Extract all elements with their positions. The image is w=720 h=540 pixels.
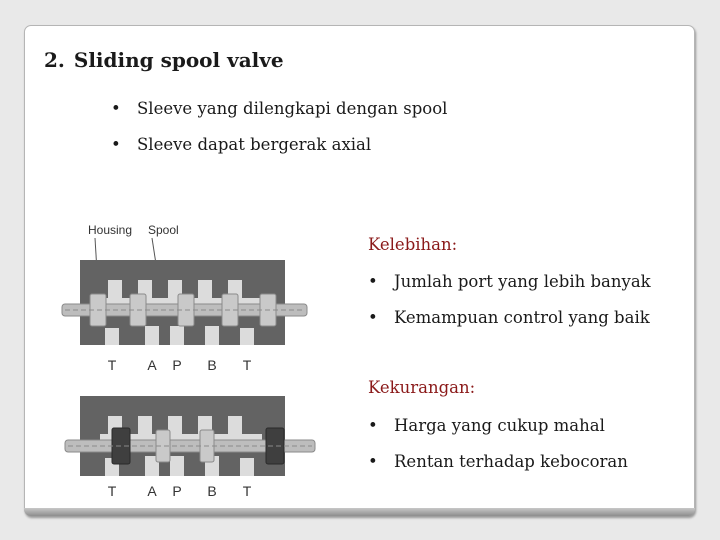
valve-upper: T A P B T xyxy=(61,260,308,373)
kekurangan-heading: Kekurangan: xyxy=(368,378,476,397)
valve-lower: T A P B T xyxy=(64,396,316,499)
kelebihan-heading: Kelebihan: xyxy=(368,235,458,254)
kelebihan-item-2: • Kemampuan control yang baik xyxy=(368,308,650,327)
spool-valve-diagram: Housing Spool xyxy=(61,223,316,499)
slide-title: 2. Sliding spool valve xyxy=(44,48,284,72)
bullet-text: Jumlah port yang lebih banyak xyxy=(394,272,651,291)
bullet-dot: • xyxy=(368,272,378,291)
bullet-text: Sleeve dapat bergerak axial xyxy=(137,135,372,154)
port-label: P xyxy=(172,357,181,373)
bullet-text: Harga yang cukup mahal xyxy=(394,416,605,435)
port-label: T xyxy=(243,483,252,499)
slide-bottom-bar xyxy=(24,508,695,516)
housing-label: Housing xyxy=(88,223,132,237)
kekurangan-item-1: • Harga yang cukup mahal xyxy=(368,416,605,435)
port-label: T xyxy=(108,357,117,373)
bullet-text: Kemampuan control yang baik xyxy=(394,308,650,327)
bullet-dot: • xyxy=(111,99,121,118)
port-label: P xyxy=(172,483,181,499)
bullet-text: Sleeve yang dilengkapi dengan spool xyxy=(137,99,448,118)
spool-label: Spool xyxy=(148,223,179,237)
bullet-text: Rentan terhadap kebocoran xyxy=(394,452,628,471)
bullet-item-1: • Sleeve yang dilengkapi dengan spool xyxy=(111,99,447,118)
port-label: A xyxy=(147,483,157,499)
port-label: B xyxy=(207,357,216,373)
port-label: B xyxy=(207,483,216,499)
bullet-dot: • xyxy=(368,416,378,435)
kelebihan-item-1: • Jumlah port yang lebih banyak xyxy=(368,272,651,291)
kekurangan-item-2: • Rentan terhadap kebocoran xyxy=(368,452,628,471)
port-label: A xyxy=(147,357,157,373)
bullet-dot: • xyxy=(111,135,121,154)
slide-title-text: Sliding spool valve xyxy=(73,48,284,72)
bullet-dot: • xyxy=(368,452,378,471)
bullet-item-2: • Sleeve dapat bergerak axial xyxy=(111,135,371,154)
port-label: T xyxy=(108,483,117,499)
port-label: T xyxy=(243,357,252,373)
slide-frame: 2. Sliding spool valve • Sleeve yang dilen… xyxy=(24,25,695,516)
bullet-dot: • xyxy=(368,308,378,327)
slide-number: 2. xyxy=(44,48,65,72)
